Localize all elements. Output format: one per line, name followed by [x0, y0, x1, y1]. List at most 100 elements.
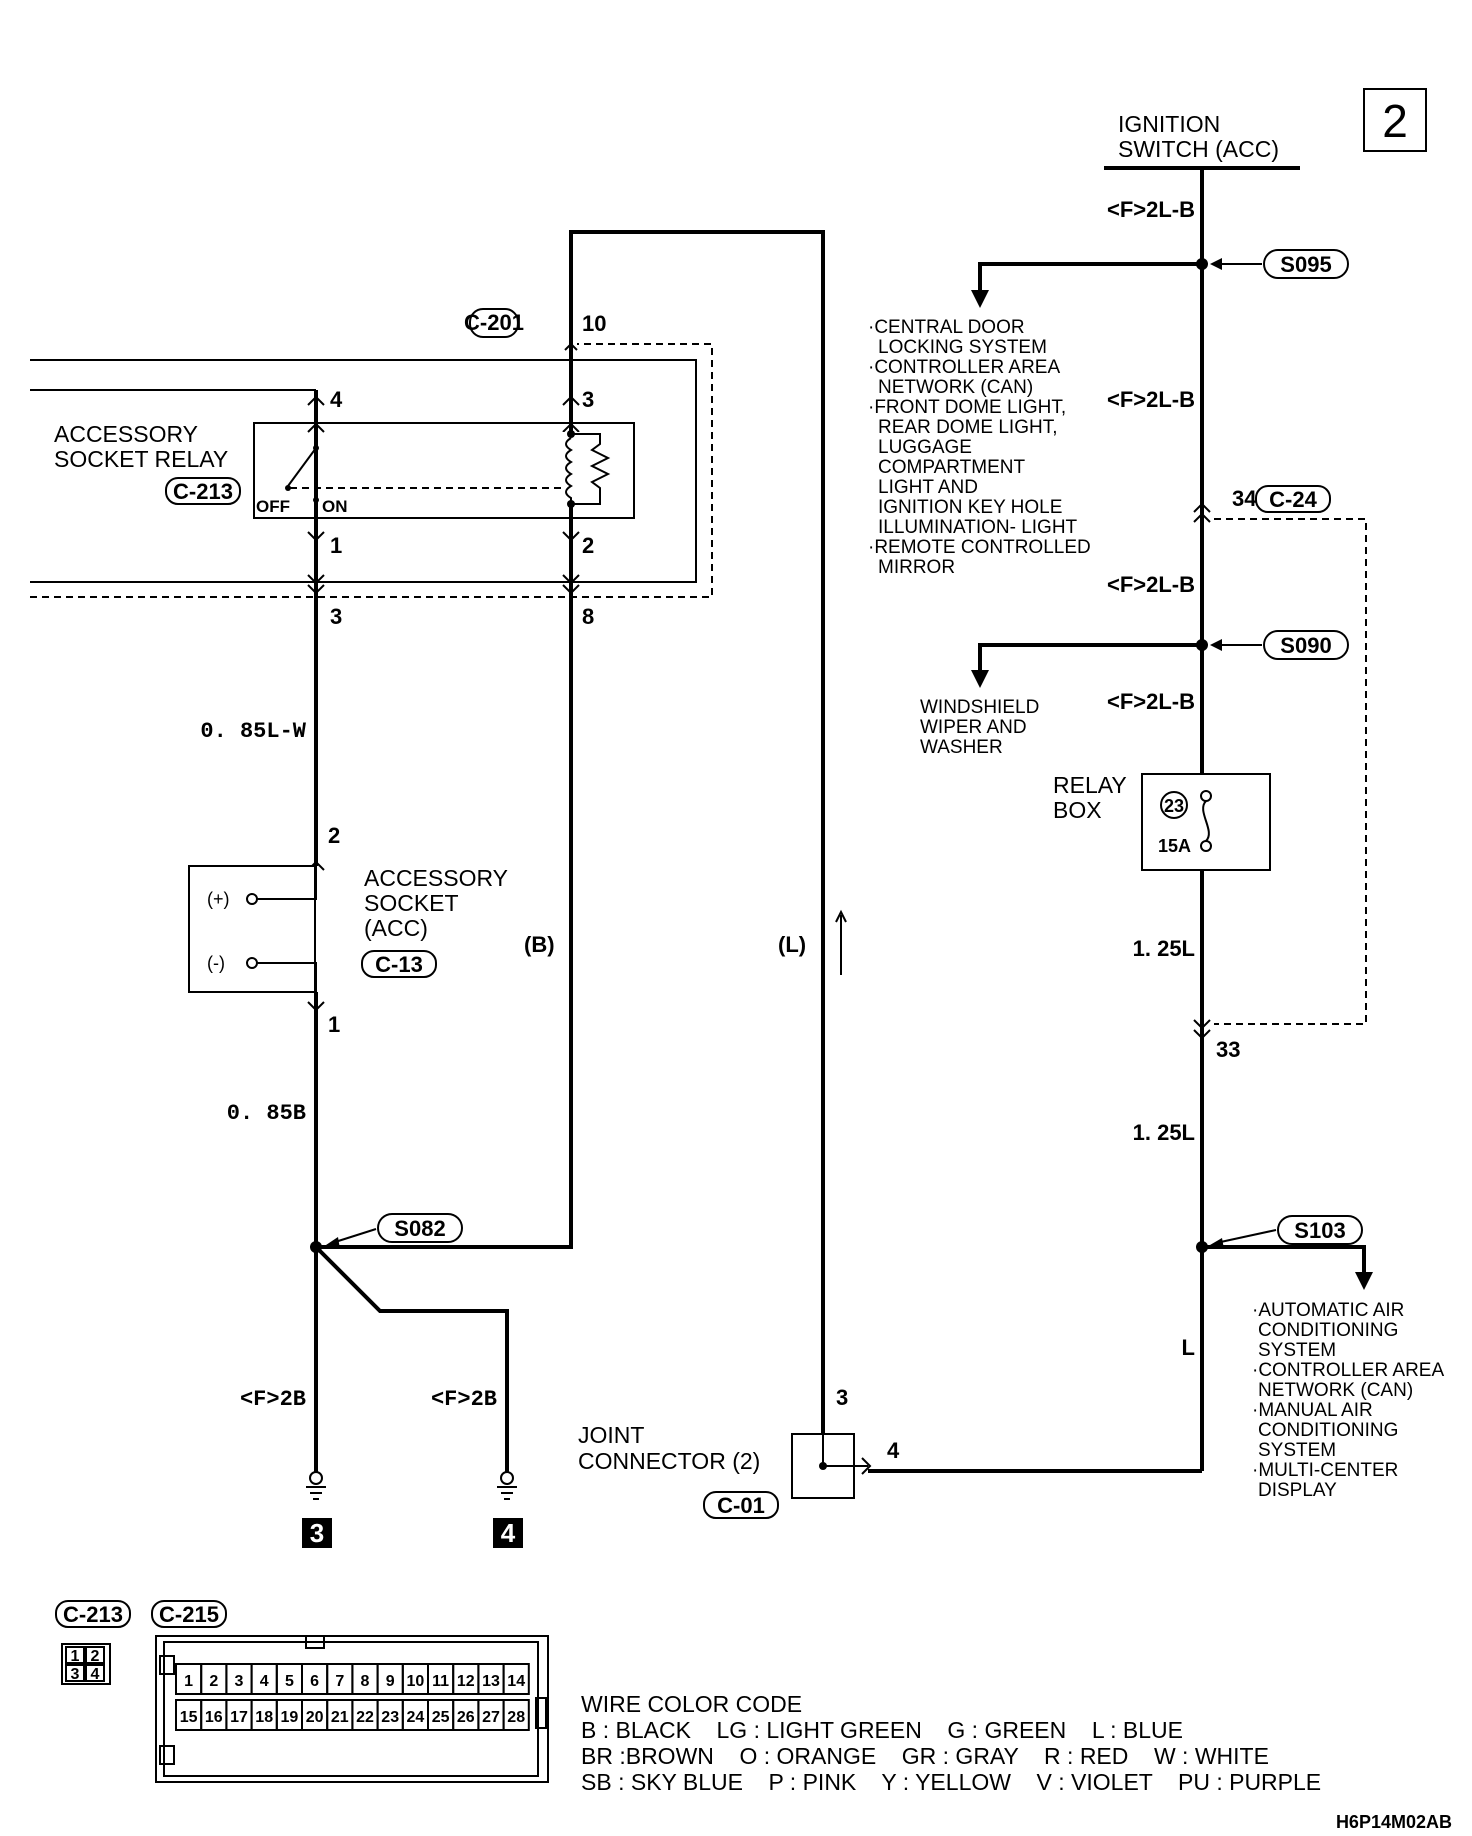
relay-pin1-mark: [307, 531, 325, 542]
socket-minus-trace: [257, 962, 317, 992]
s090-pointer-arrow: [1210, 639, 1222, 651]
c215-pin: 14: [507, 1673, 525, 1690]
dest-s090-item: WINDSHIELD: [920, 697, 1039, 718]
c201-pin8-mark: [562, 574, 580, 585]
connector-c01: C-01: [717, 1493, 765, 1518]
c213-pin: 3: [71, 1666, 80, 1683]
coil-gap: [563, 432, 579, 506]
c215-pin: 1: [184, 1673, 193, 1690]
c24-connector-mark: [1193, 512, 1211, 523]
joint-label-1: JOINT: [578, 1422, 644, 1448]
ground-branch-wire: [314, 1245, 509, 1452]
pin-3-c201: 3: [330, 604, 342, 629]
socket-minus-terminal: [246, 957, 258, 969]
s082-pointer-arrow: [326, 1237, 340, 1249]
connector-tag-c13: [361, 950, 437, 978]
s095-pointer-arrow: [1210, 258, 1222, 270]
relay-pin2-mark: [562, 531, 580, 542]
socket-pin1-mark: [307, 1001, 325, 1012]
legend-title: WIRE COLOR CODE: [581, 1691, 802, 1717]
c24-connector-mark: [1193, 502, 1211, 513]
wire-label-1: <F>2L-B: [1107, 197, 1195, 222]
connector-tag-c213-face: [55, 1600, 131, 1628]
c215-pin: 12: [457, 1673, 475, 1690]
relay-switch-arm: [287, 447, 317, 487]
ground-3: 3: [310, 1518, 324, 1548]
relay-label-1: ACCESSORY: [54, 421, 198, 447]
connector-c13: C-13: [375, 952, 423, 977]
c215-pin: 25: [432, 1709, 450, 1726]
relay-coil-icon: [565, 437, 573, 504]
socket-label-1: ACCESSORY: [364, 865, 508, 891]
splice-s103: S103: [1294, 1218, 1345, 1243]
pin-3: 3: [582, 387, 594, 412]
connector-c213: C-213: [173, 479, 233, 504]
ground-tag-3: [302, 1518, 332, 1548]
ground-return-wire: [316, 230, 825, 1434]
connector-tag-c215: [151, 1600, 227, 1628]
splice-tag-s082: [377, 1213, 463, 1243]
relay-off-label: OFF: [256, 497, 290, 516]
c24-pin33-mark: [1193, 1019, 1211, 1030]
relay-pin4-mark: [307, 395, 325, 406]
relay-on-contact: [313, 497, 319, 503]
c213-pin: 2: [91, 1648, 100, 1665]
connector-c201: C-201: [464, 310, 524, 335]
dest-s095-item: ·CENTRAL DOOR: [868, 317, 1025, 338]
splice-tag-s090: [1263, 630, 1349, 660]
dest-s103-item: NETWORK (CAN): [1258, 1380, 1413, 1401]
wire-label-2: <F>2L-B: [1107, 387, 1195, 412]
page-number: 2: [1382, 95, 1408, 147]
relay-resistor-icon: [571, 433, 611, 505]
s082-pointer: [331, 1228, 377, 1244]
c215-pin: 10: [407, 1673, 425, 1690]
pin-2: 2: [582, 533, 594, 558]
wire-label-8: 0. 85L-W: [200, 719, 306, 744]
c215-pin: 15: [180, 1709, 198, 1726]
dest-s095-item: REAR DOME LIGHT,: [878, 417, 1057, 438]
c213-face-view: 1 2 3 4: [61, 1643, 111, 1685]
c215-pin: 7: [335, 1673, 344, 1690]
branch-s103: [1202, 1245, 1366, 1276]
wire-label-6: 1. 25L: [1133, 1120, 1195, 1145]
relay-pin3-mark: [562, 395, 580, 406]
dest-s095-item: COMPARTMENT: [878, 457, 1025, 478]
c213-pin: 4: [91, 1666, 100, 1683]
dest-s090-item: WIPER AND: [920, 717, 1027, 738]
joint-label-2: CONNECTOR (2): [578, 1448, 760, 1474]
wire-color-b: (B): [524, 932, 555, 957]
splice-tag-s095: [1263, 249, 1349, 279]
dest-s103-list: ·AUTOMATIC AIR CONDITIONING SYSTEM ·CONT…: [1252, 1300, 1444, 1501]
dest-s090-item: WASHER: [920, 737, 1003, 758]
legend-row2: BR :BROWN O : ORANGE GR : GRAY R : RED W…: [581, 1743, 1269, 1769]
fuse-element: [1202, 800, 1210, 842]
socket-label-3: (ACC): [364, 915, 428, 941]
dest-s103-item: ·MANUAL AIR: [1252, 1400, 1373, 1421]
socket-label-2: SOCKET: [364, 890, 459, 916]
c215-pin: 21: [331, 1709, 349, 1726]
dest-s103-item: SYSTEM: [1258, 1440, 1336, 1461]
legend-row1: B : BLACK LG : LIGHT GREEN G : GREEN L :…: [581, 1717, 1183, 1743]
wire-label-3: <F>2L-B: [1107, 572, 1195, 597]
c215-pin: 9: [386, 1673, 395, 1690]
dest-s095-item: NETWORK (CAN): [878, 377, 1033, 398]
branch-s095: [978, 262, 1202, 295]
c24-pin33-mark: [1193, 1029, 1211, 1040]
c215-pin: 2: [209, 1673, 218, 1690]
c201-pin10-mark: [564, 342, 578, 351]
pin-10: 10: [582, 311, 606, 336]
dest-s095-item: IGNITION KEY HOLE: [878, 497, 1062, 518]
dest-s103-item: ·AUTOMATIC AIR: [1252, 1300, 1404, 1321]
c215-pin: 5: [285, 1673, 294, 1690]
ground-icon: [306, 1452, 326, 1500]
dest-s095-item: ILLUMINATION- LIGHT: [878, 517, 1078, 538]
dest-s103-item: CONDITIONING: [1258, 1320, 1398, 1341]
c215-pin: 13: [482, 1673, 500, 1690]
wire-label-4: <F>2L-B: [1107, 689, 1195, 714]
relay-box-label-1: RELAY: [1053, 772, 1127, 798]
dest-s095-item: MIRROR: [878, 557, 955, 578]
c215-pin: 23: [381, 1709, 399, 1726]
